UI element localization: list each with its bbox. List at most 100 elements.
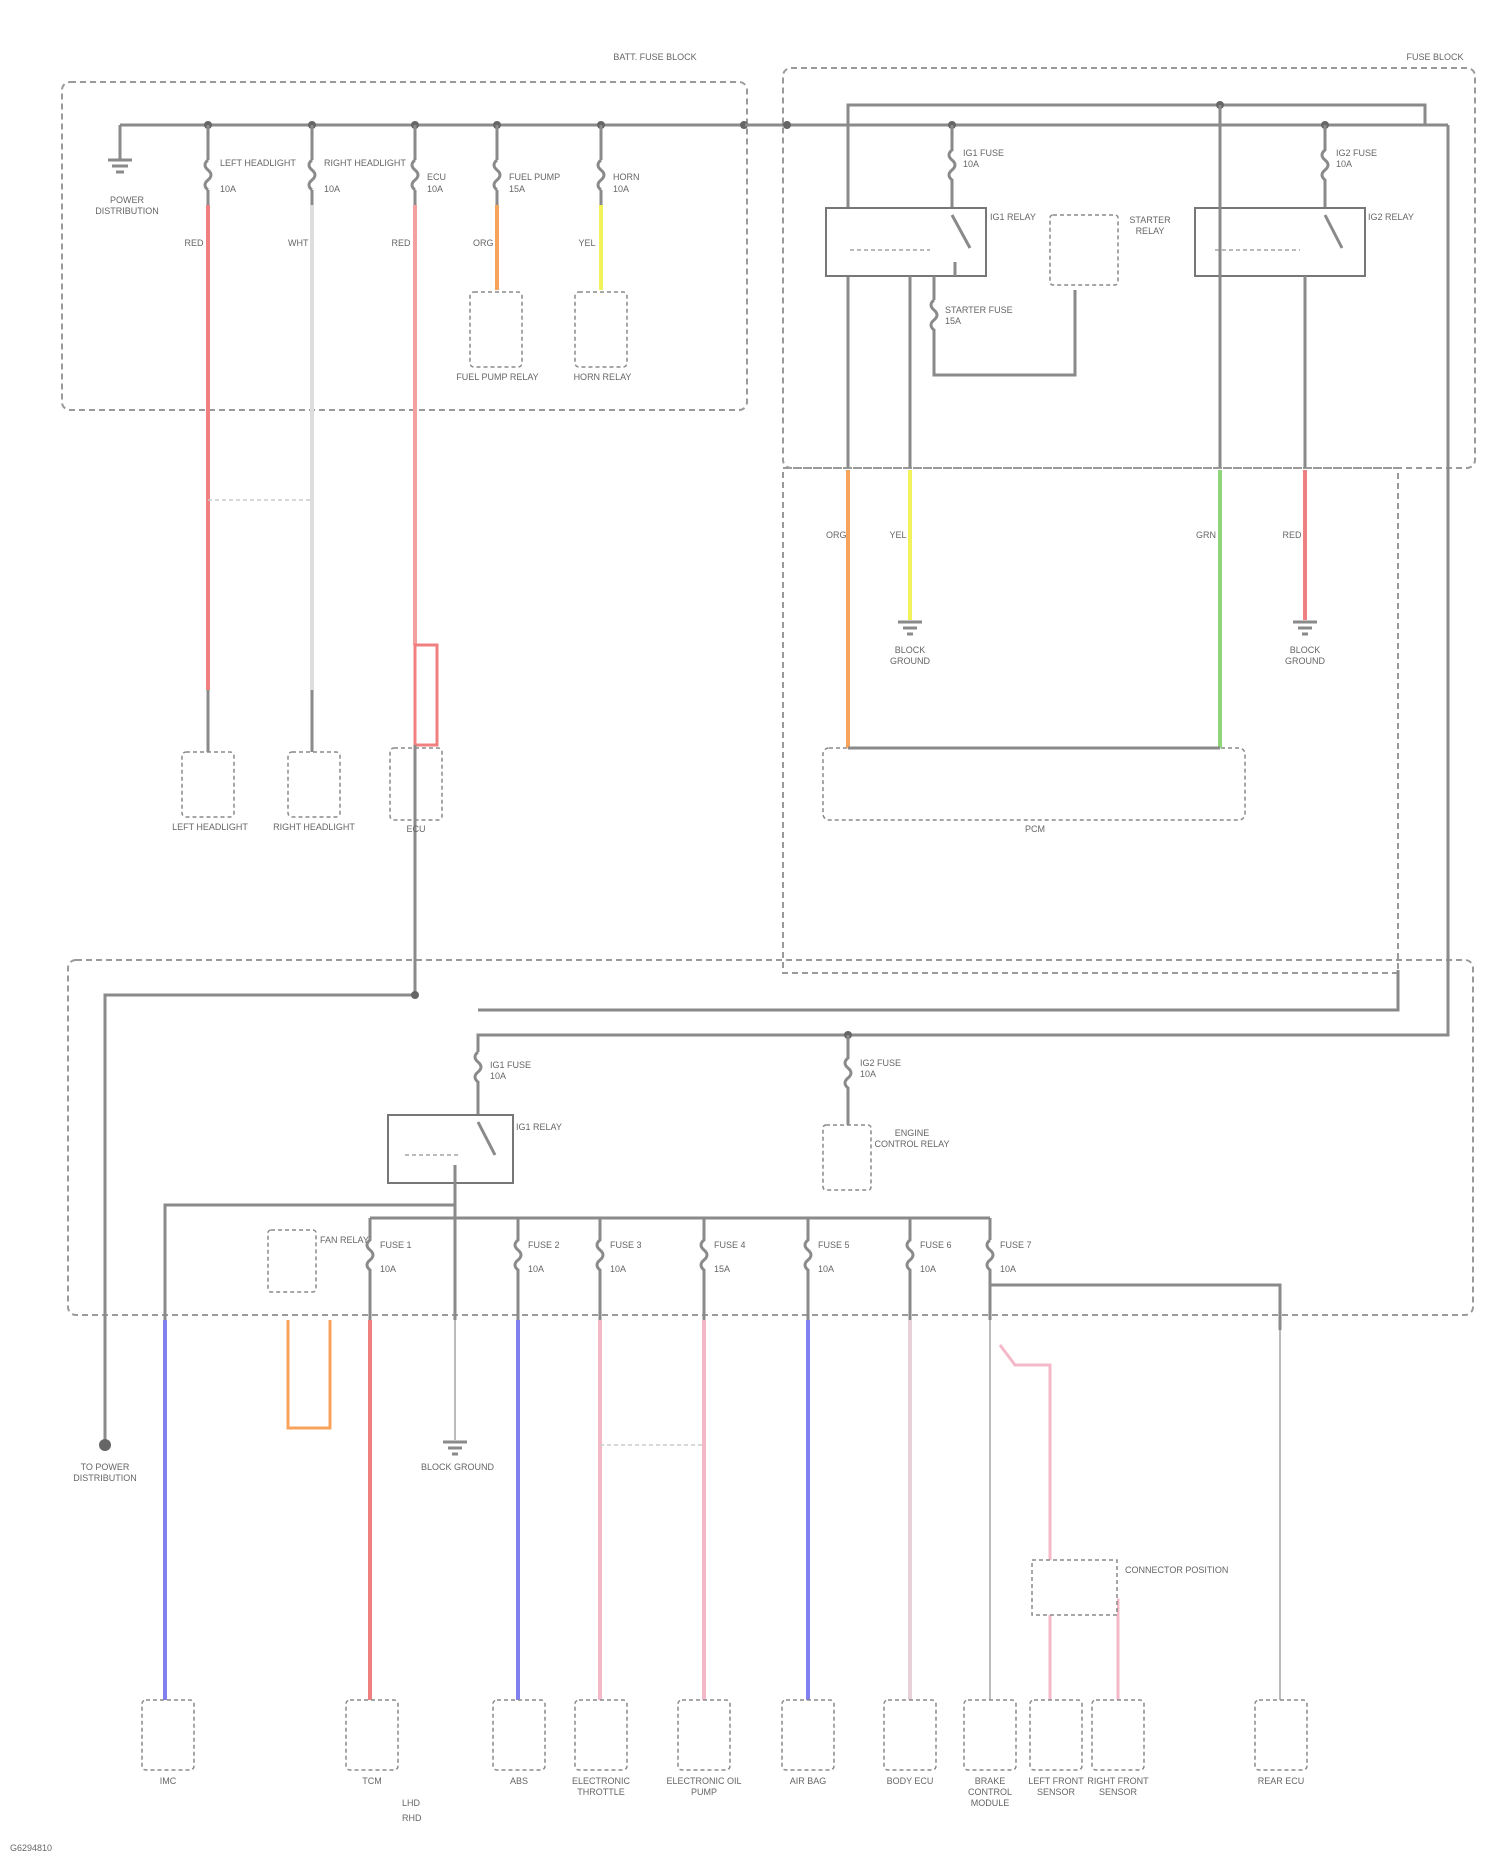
ig2-relay-label: IG2 RELAY	[1368, 212, 1428, 223]
load-left-front-sensor	[1030, 1700, 1082, 1770]
fuse-left-headlight-label: LEFT HEADLIGHT	[220, 158, 310, 169]
fan-relay-label: FAN RELAY	[320, 1235, 380, 1246]
right-headlight-load	[288, 752, 340, 817]
load-throttle-label: ELECTRONIC THROTTLE	[556, 1776, 646, 1798]
pcm-module-frame	[823, 748, 1245, 820]
bottom-fuse-label-2: FUSE 2	[528, 1240, 588, 1251]
fan-relay[interactable]	[268, 1230, 316, 1292]
bus-junction-dot	[783, 121, 791, 129]
bottom-fuse-label-6: FUSE 6	[920, 1240, 980, 1251]
load-tcm-label: TCM	[332, 1776, 412, 1787]
ground-icon	[898, 622, 922, 634]
horn-relay-label: HORN RELAY	[560, 372, 645, 383]
bottom-fuse-rating-3: 10A	[610, 1264, 650, 1275]
feed-from-top-right	[478, 970, 1398, 1010]
bottom-fuse-label-7: FUSE 7	[1000, 1240, 1060, 1251]
fuse-fuel-pump	[493, 121, 501, 205]
fuse-fuel-pump-label: FUEL PUMP	[509, 172, 579, 183]
bottom-fuse-label-4: FUSE 4	[714, 1240, 774, 1251]
bottom-fuse-rating-4: 15A	[714, 1264, 754, 1275]
ig1-relay[interactable]	[826, 208, 986, 276]
load-imc	[142, 1700, 194, 1770]
load-body-ecu	[884, 1700, 936, 1770]
bottom-fuse-rating-1: 10A	[380, 1264, 420, 1275]
legend-item-lhd: LHD	[402, 1798, 462, 1809]
load-body-ecu-label: BODY ECU	[870, 1776, 950, 1787]
fuse-bottom-main-label: IG1 FUSE 10A	[490, 1060, 545, 1082]
bottom-fuse-rating-7: 10A	[1000, 1264, 1040, 1275]
fuse-ecu-rating: 10A	[427, 184, 467, 195]
fuse-right-headlight-rating: 10A	[324, 184, 364, 195]
block-ground-label-2: BLOCK GROUND	[1270, 645, 1340, 667]
top-left-block-title: BATT. FUSE BLOCK	[540, 52, 770, 63]
ground-icon	[443, 1442, 467, 1454]
wire-red-ecu-loop	[415, 645, 437, 745]
fuel-pump-relay	[470, 292, 522, 367]
starter-relay-label: STARTER RELAY	[1115, 215, 1185, 237]
load-rear-ecu-label: REAR ECU	[1241, 1776, 1321, 1787]
fuel-pump-relay-label: FUEL PUMP RELAY	[455, 372, 540, 383]
wire-color-red: RED	[391, 238, 411, 249]
wire-color-red: RED	[1282, 530, 1302, 541]
ecu-label: ECU	[391, 824, 441, 835]
block-ground-label-1: BLOCK GROUND	[875, 645, 945, 667]
wire-color-green: GRN	[1196, 530, 1216, 541]
fan-relay-orange-loop	[288, 1320, 330, 1428]
wire-color-red: RED	[184, 238, 204, 249]
load-brake-module-label: BRAKE CONTROL MODULE	[957, 1776, 1023, 1809]
feed-left-label: TO POWER DISTRIBUTION	[55, 1462, 155, 1484]
connector-note-label: CONNECTOR POSITION	[1125, 1565, 1235, 1576]
ig1-relay-label: IG1 RELAY	[990, 212, 1050, 223]
wire-color-yellow: YEL	[888, 530, 908, 541]
ground-icon	[1293, 622, 1317, 634]
engine-control-relay-label: ENGINE CONTROL RELAY	[872, 1128, 952, 1150]
load-oil-pump	[678, 1700, 730, 1770]
fuse-starter-label: STARTER FUSE 15A	[945, 305, 1015, 327]
ground-icon	[108, 125, 132, 172]
fuse-bottom-main	[475, 1052, 481, 1118]
wire-color-orange: ORG	[473, 238, 493, 249]
bottom-fuse-rating-5: 10A	[818, 1264, 858, 1275]
wire-color-yellow: YEL	[577, 238, 597, 249]
load-imc-label: IMC	[128, 1776, 208, 1787]
load-brake-module	[964, 1700, 1016, 1770]
legend-item-rhd: RHD	[402, 1813, 462, 1824]
right-headlight-label: RIGHT HEADLIGHT	[264, 822, 364, 833]
wire-pink-left-front-sensor	[1000, 1345, 1050, 1700]
fuse-horn-rating: 10A	[613, 184, 653, 195]
fuse-ig2	[1322, 125, 1328, 210]
bottom-fuse-label-5: FUSE 5	[818, 1240, 878, 1251]
bottom-loads	[142, 1700, 1307, 1770]
load-oil-pump-label: ELECTRONIC OIL PUMP	[659, 1776, 749, 1798]
horn-relay	[575, 292, 627, 367]
fuse-ig1-label: IG1 FUSE 10A	[963, 148, 1018, 170]
left-headlight-label: LEFT HEADLIGHT	[160, 822, 260, 833]
fuse-horn	[597, 121, 605, 205]
ground-terminal-dot	[99, 1439, 111, 1451]
fuse-ig1	[949, 125, 955, 210]
bottom-fuse-label-1: FUSE 1	[380, 1240, 440, 1251]
ground-label: POWER DISTRIBUTION	[82, 195, 172, 217]
left-headlight-load	[182, 752, 234, 817]
fuse-engine-control	[845, 1035, 851, 1125]
pcm-label: PCM	[1010, 824, 1060, 835]
load-tcm	[346, 1700, 398, 1770]
starter-relay[interactable]	[1050, 215, 1118, 285]
load-air-bag-label: AIR BAG	[768, 1776, 848, 1787]
load-rear-ecu	[1255, 1700, 1307, 1770]
load-right-front-sensor	[1092, 1700, 1144, 1770]
top-right-block-title: FUSE BLOCK	[1380, 52, 1490, 63]
connector-position-box	[1032, 1560, 1117, 1615]
fuse-engine-control-label: IG2 FUSE 10A	[860, 1058, 915, 1080]
engine-control-relay[interactable]	[823, 1125, 871, 1190]
bottom-fuse-label-3: FUSE 3	[610, 1240, 670, 1251]
junction-dot	[411, 991, 419, 999]
load-left-front-sensor-label: LEFT FRONT SENSOR	[1024, 1776, 1088, 1798]
bottom-ground-label: BLOCK GROUND	[420, 1462, 495, 1473]
wire-color-orange: ORG	[826, 530, 846, 541]
bottom-branch-fuses	[367, 1218, 993, 1320]
bottom-main-relay[interactable]	[388, 1115, 513, 1183]
fuse-right-headlight-label: RIGHT HEADLIGHT	[324, 158, 414, 169]
load-throttle	[575, 1700, 627, 1770]
